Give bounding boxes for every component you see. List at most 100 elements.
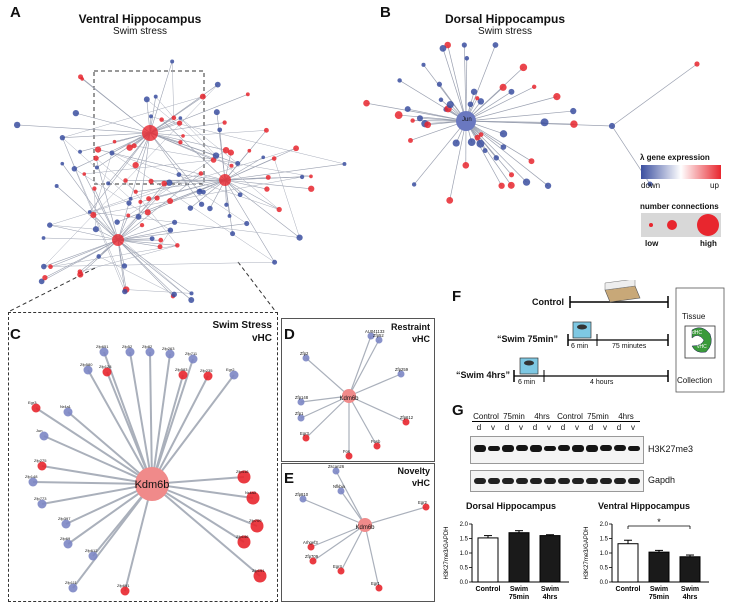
- network-a-node: [172, 219, 178, 225]
- network-a-node: [175, 243, 180, 248]
- panel-b-title: Dorsal Hippocampus: [444, 12, 566, 26]
- network-a-node: [121, 263, 128, 269]
- network-b-node: [570, 120, 578, 128]
- gene-node: [397, 370, 405, 378]
- blot-band: [502, 478, 514, 484]
- network-a-node: [47, 222, 53, 228]
- network-a-node: [42, 274, 48, 281]
- gene-node: [203, 371, 213, 381]
- network-a-node: [237, 192, 243, 198]
- gene-node: [99, 347, 109, 357]
- gene-node: [307, 543, 315, 551]
- network-a-node: [78, 149, 82, 154]
- gene-node: [332, 467, 340, 475]
- panel-e-subtitle: vHC: [411, 478, 430, 488]
- network-a-node: [87, 210, 92, 214]
- network-a: [13, 59, 347, 303]
- network-b-node: [439, 45, 447, 52]
- gene-node-label: Zfp773: [34, 496, 47, 501]
- y-axis-label: H3K27me3/GAPDH: [444, 526, 450, 579]
- network-a-node: [276, 206, 282, 213]
- bar: [539, 535, 561, 583]
- y-tick-label: 0.5: [460, 566, 469, 572]
- network-a-node: [171, 115, 177, 121]
- lane-label: v: [631, 423, 635, 432]
- blot-band: [600, 478, 612, 484]
- timeline-swim75-label: “Swim 75min”: [497, 334, 559, 344]
- blot-band: [558, 478, 570, 484]
- network-a-node: [265, 174, 271, 180]
- blot-band: [516, 445, 528, 451]
- timeline-6min-b: 6 min: [518, 379, 536, 386]
- gene-node-label: Zfp82: [142, 344, 153, 349]
- network-a-node: [293, 145, 299, 152]
- panel-g-label: G: [452, 402, 464, 419]
- network-a-node: [199, 93, 206, 100]
- legend-size-small: [649, 223, 653, 227]
- y-tick-label: 2.0: [600, 522, 609, 528]
- network-a-node: [122, 288, 128, 295]
- network-a-node: [272, 259, 278, 265]
- network-b-node: [498, 182, 505, 189]
- legend-size-large: [697, 214, 719, 236]
- panel-f-timeline: [513, 280, 725, 393]
- network-a-node: [264, 186, 270, 192]
- bar: [648, 551, 670, 583]
- network-b-node: [477, 98, 485, 105]
- bar: [477, 537, 499, 583]
- network-a-hub: [112, 234, 124, 246]
- network-a-node: [244, 221, 250, 227]
- network-a-node: [48, 264, 53, 270]
- swim-beaker-icon-2: [519, 357, 539, 375]
- lane-label: v: [491, 423, 495, 432]
- gene-node: [302, 434, 310, 442]
- network-a-node: [94, 146, 102, 153]
- network-a-node: [263, 127, 269, 133]
- gene-node: [37, 499, 47, 509]
- blot-band: [628, 478, 640, 484]
- network-a-node: [146, 196, 152, 202]
- gene-node-label: Egr3: [300, 431, 310, 436]
- network-a-node: [90, 211, 97, 218]
- timeline-control-label: Control: [532, 297, 564, 307]
- network-a-node: [176, 120, 183, 126]
- network-a-node: [188, 297, 195, 303]
- brain-icon: [684, 325, 716, 359]
- blot-band: [586, 444, 598, 452]
- network-b-node: [507, 181, 515, 189]
- network-a-node: [158, 237, 164, 243]
- network-a-node: [80, 77, 84, 81]
- gene-node: [88, 551, 98, 561]
- network-a-node: [112, 139, 117, 144]
- gene-node-label: Zfp2: [300, 351, 309, 356]
- network-a-node: [135, 213, 142, 220]
- network-a-node: [308, 185, 315, 192]
- panel-f-label: F: [452, 288, 462, 305]
- y-tick-label: 1.5: [600, 537, 609, 543]
- blot-band: [614, 478, 626, 484]
- panel-e-title: Novelty: [397, 466, 430, 476]
- gene-node: [178, 370, 188, 380]
- gene-node: [253, 569, 267, 583]
- timeline-6min-a: 6 min: [571, 343, 589, 350]
- brain-dhc-label: dHC: [692, 330, 703, 336]
- zoom-line-right: [237, 261, 277, 313]
- network-a-node: [217, 127, 223, 133]
- timeline-75min: 75 minutes: [612, 343, 647, 350]
- network-a-node: [309, 174, 313, 179]
- lane-label: d: [588, 423, 594, 432]
- legend-down: down: [641, 181, 661, 190]
- gene-node: [63, 539, 73, 549]
- network-a-node: [189, 291, 194, 296]
- legend-size-box: [641, 213, 721, 237]
- y-tick-label: 1.0: [460, 551, 469, 557]
- network-a-node: [247, 148, 252, 153]
- blot-band: [544, 478, 556, 484]
- gene-node-label: Zfp111: [65, 580, 78, 585]
- network-b-node: [446, 100, 454, 109]
- gene-node-label: Nfkbia: [333, 484, 346, 489]
- network-a-node: [72, 110, 79, 117]
- gene-node-label: Zfp191: [252, 568, 265, 573]
